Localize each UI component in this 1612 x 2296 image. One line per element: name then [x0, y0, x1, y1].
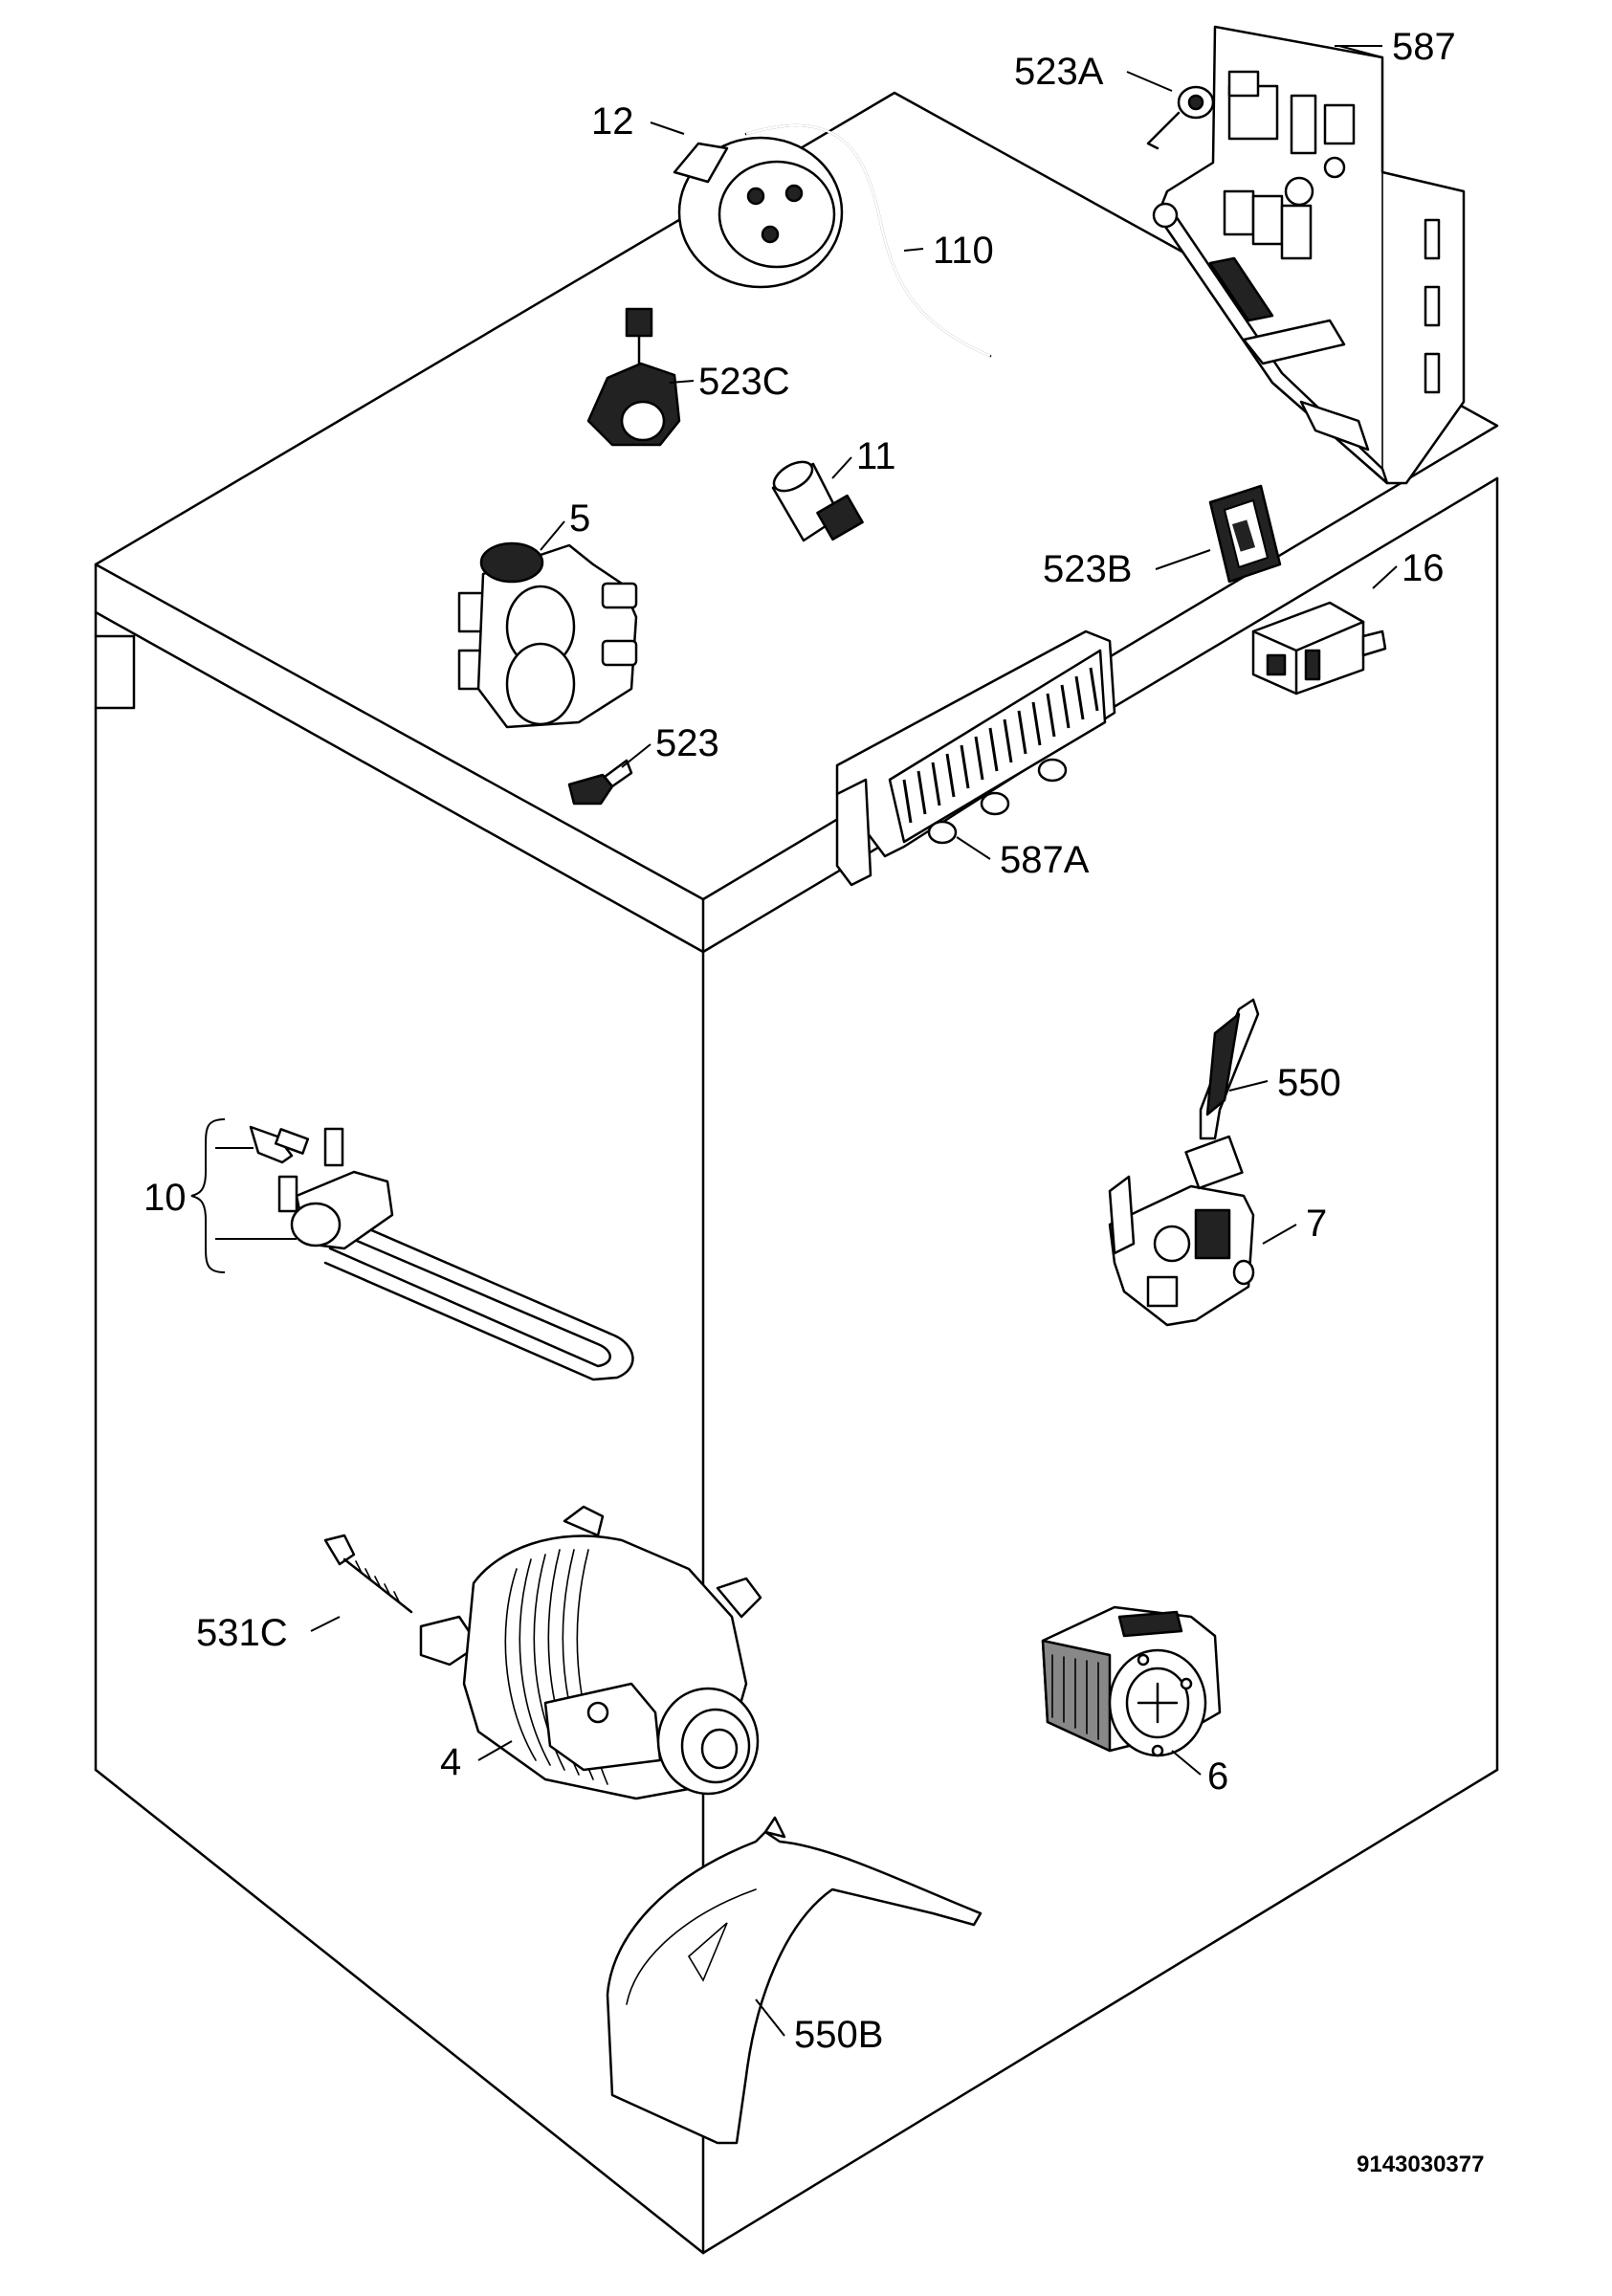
suppressor-part-523 [567, 759, 633, 806]
callout-587: 587 [1392, 26, 1456, 68]
callout-6: 6 [1207, 1755, 1228, 1798]
door-lock-part-7 [1108, 1135, 1255, 1327]
document-number: 9143030377 [1357, 2152, 1484, 2177]
capacitor-part-11 [771, 460, 864, 542]
callout-labels: 12 110 523C 11 5 523 523A 587 523B 16 58… [144, 26, 1456, 2056]
callout-16: 16 [1402, 547, 1445, 589]
interference-filter-part-523C [586, 307, 681, 447]
pressure-hose-part-110 [744, 123, 992, 358]
heating-element-part-10 [249, 1125, 634, 1381]
callout-7: 7 [1306, 1203, 1327, 1245]
callout-bracket-part-10 [190, 1118, 297, 1273]
drain-pump-part-4 [419, 1505, 762, 1800]
electronic-board-part-587 [1152, 25, 1466, 485]
pump-motor-part-6 [1041, 1605, 1222, 1757]
callout-4: 4 [440, 1741, 461, 1783]
callout-523B: 523B [1043, 548, 1132, 590]
screw-part-531C [323, 1534, 413, 1614]
cover-part-550B [606, 1816, 983, 2145]
gasket-part-523B [1208, 484, 1282, 584]
suppressor-part-523A [1146, 85, 1215, 150]
control-panel-part-587A [835, 629, 1116, 887]
water-inlet-valve-part-5 [457, 541, 638, 729]
leader-lines [310, 45, 1398, 2037]
callout-587A: 587A [1000, 839, 1090, 881]
callout-12: 12 [591, 100, 634, 143]
callout-523: 523 [655, 722, 719, 764]
callout-523C: 523C [698, 361, 790, 403]
callout-531C: 531C [196, 1612, 288, 1654]
callout-110: 110 [933, 230, 994, 272]
switch-part-16 [1251, 601, 1387, 695]
callout-550: 550 [1277, 1062, 1341, 1104]
door-lever-part-550 [1199, 998, 1260, 1140]
callout-550B: 550B [794, 2014, 883, 2056]
pressure-switch-part-12 [673, 136, 844, 289]
callout-523A: 523A [1014, 51, 1104, 93]
callout-5: 5 [569, 497, 590, 540]
callout-11: 11 [856, 435, 896, 477]
callout-10: 10 [144, 1177, 187, 1219]
